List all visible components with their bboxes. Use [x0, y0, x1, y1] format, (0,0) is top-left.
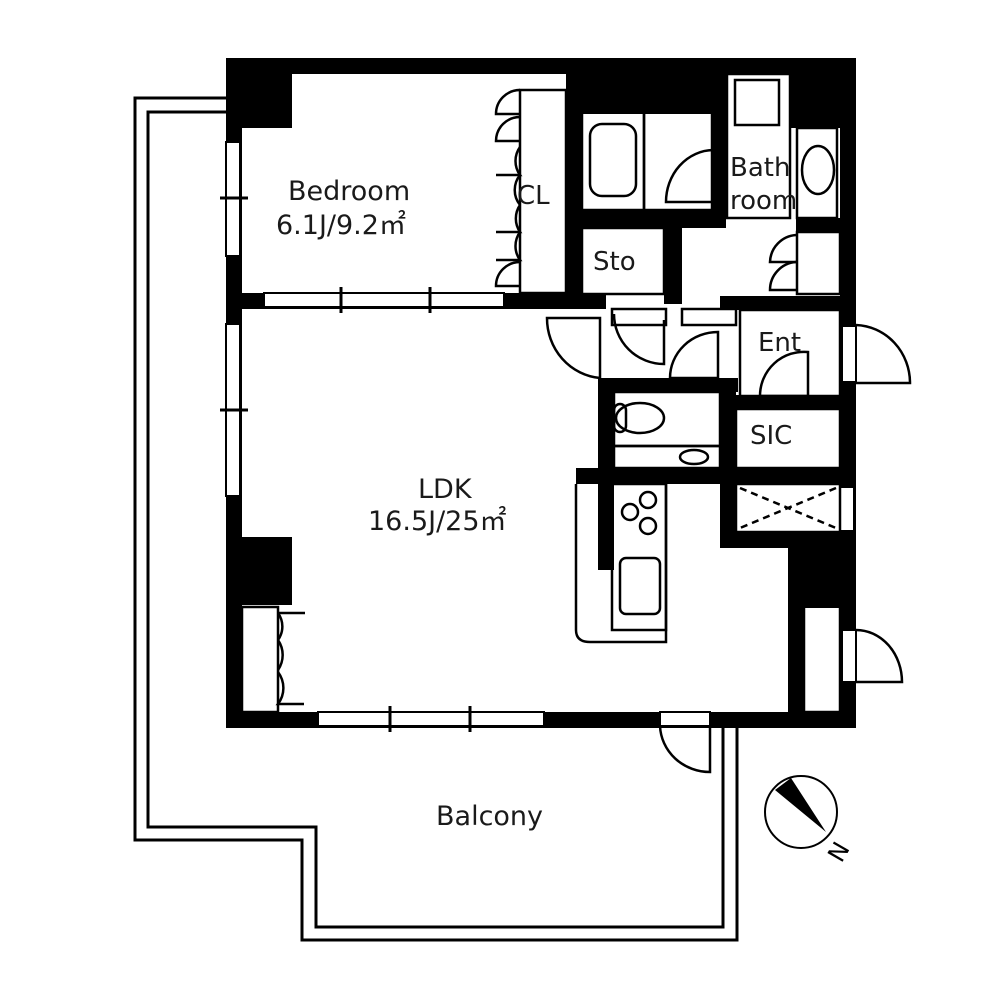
fixtures — [240, 72, 912, 774]
balcony-railing — [133, 96, 739, 942]
storage-label: Sto — [593, 247, 636, 277]
bathroom-label-line1: Bath — [730, 153, 791, 183]
shoe-closet-label: SIC — [750, 421, 793, 451]
entrance-label: Ent — [758, 328, 802, 358]
bedroom-label: Bedroom — [288, 176, 411, 207]
ldk-label: LDK — [418, 474, 472, 505]
ldk-area: 16.5J/25㎡ — [368, 506, 507, 537]
walls — [226, 58, 856, 728]
bedroom-area: 6.1J/9.2㎡ — [276, 210, 406, 241]
balcony-label: Balcony — [436, 801, 544, 832]
bathroom-label-line2: room — [730, 186, 798, 216]
closet-label: CL — [517, 181, 550, 211]
window-mullions — [220, 196, 472, 732]
compass-icon — [764, 775, 838, 849]
